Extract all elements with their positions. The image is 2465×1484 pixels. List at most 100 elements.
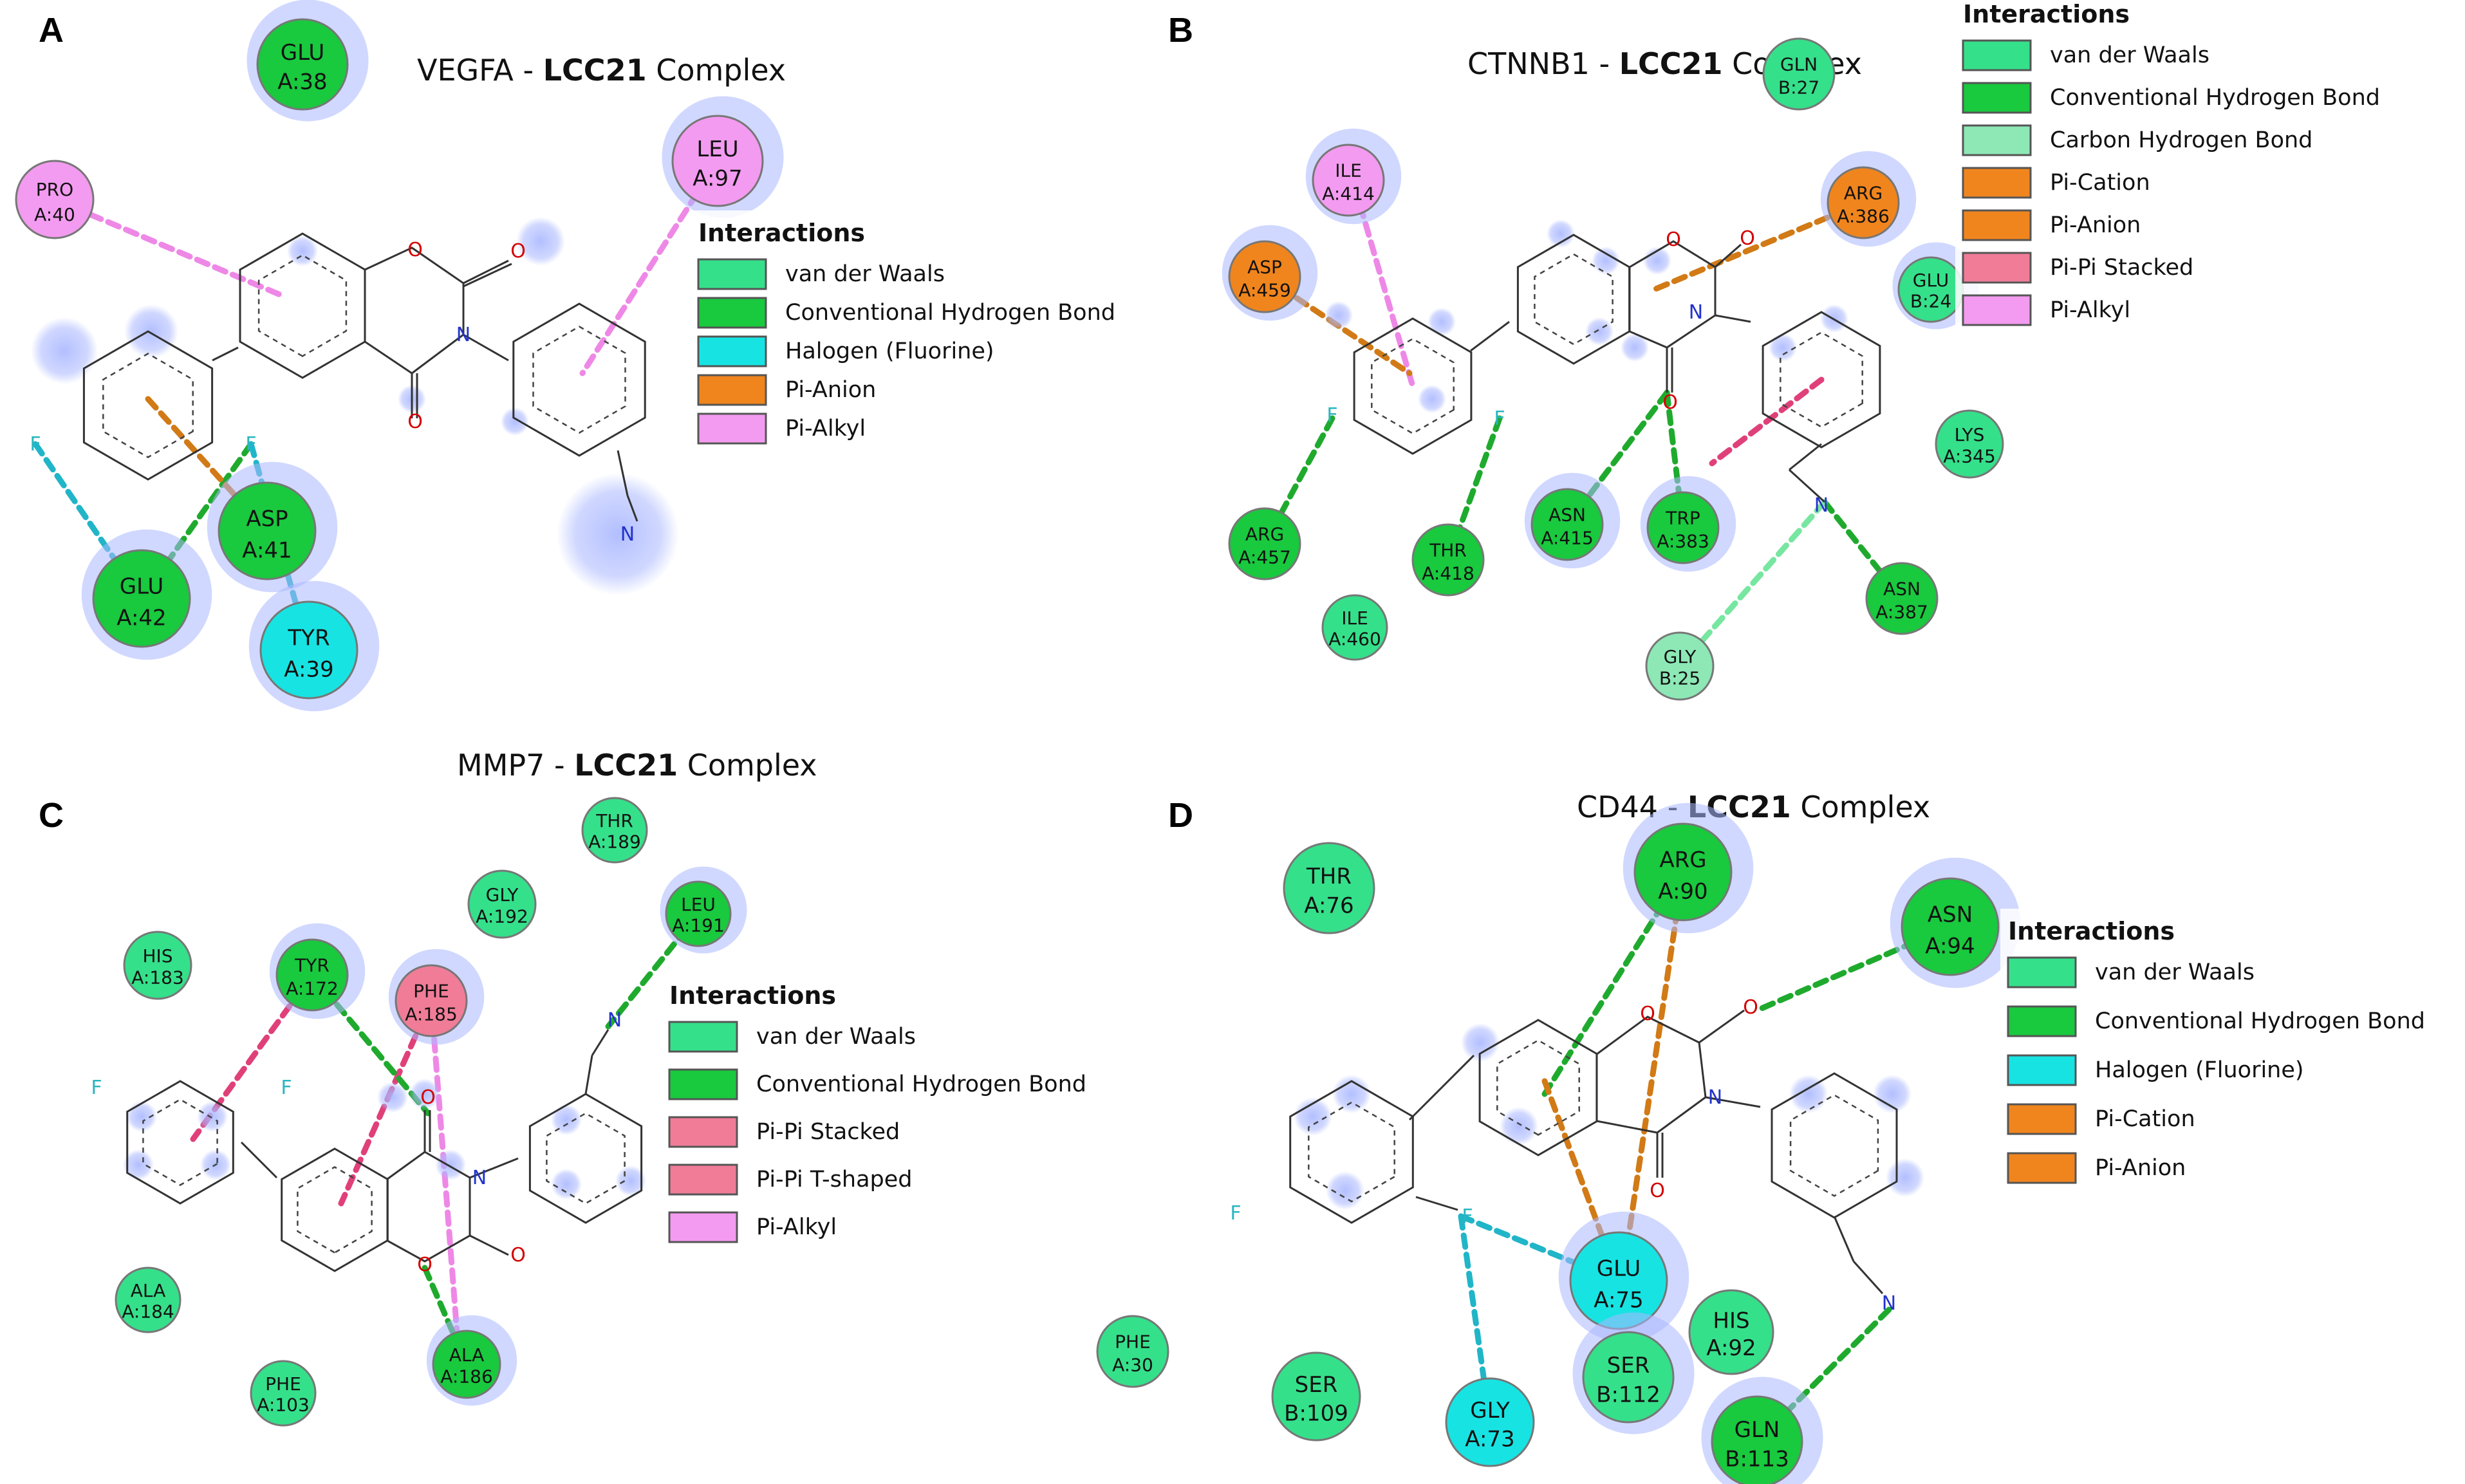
residue-name: ARG — [1659, 848, 1706, 873]
panel-title: VEGFA - LCC21 Complex — [417, 53, 786, 88]
panel-title-prefix: MMP7 - — [457, 748, 574, 783]
legend-swatch — [668, 1116, 738, 1148]
residue-arg-a-90: ARG A:90 — [1623, 802, 1754, 934]
residue-disc — [1228, 507, 1301, 580]
oxygen-atom-label: O — [1666, 228, 1681, 251]
fluorophenyl-ring-aromatic — [1308, 1101, 1395, 1203]
legend-label: Pi-Cation — [2095, 1106, 2195, 1132]
residue-id: A:38 — [277, 70, 327, 95]
residue-disc — [432, 1330, 501, 1399]
benzonitrile-ring-aromatic — [1780, 331, 1863, 428]
legend-background — [662, 973, 1151, 1256]
residue-id: A:189 — [588, 831, 641, 853]
fluorine-atom-label: F — [1230, 1202, 1241, 1225]
legend-label: Pi-Cation — [2050, 170, 2150, 196]
difluorophenyl-ring-aromatic — [142, 1099, 218, 1186]
benzonitrile-ring — [1762, 311, 1881, 449]
legend-swatch — [1962, 209, 2032, 241]
ligand-atom-highlight — [1418, 385, 1446, 413]
residue-id: A:183 — [131, 967, 184, 988]
bond-line — [1698, 1009, 1745, 1044]
residue-id: A:39 — [284, 656, 333, 682]
residue-id: B:24 — [1910, 291, 1951, 312]
legend-swatch — [2007, 1103, 2077, 1135]
nitrogen-atom-label: N — [1882, 1292, 1896, 1315]
residue-disc — [92, 549, 191, 648]
residue-disc — [1411, 523, 1485, 597]
benzonitrile-ring — [512, 302, 646, 457]
interaction-line — [1619, 869, 1686, 1284]
ligand-atom-highlight — [287, 236, 318, 266]
panel-letter: B — [1168, 11, 1193, 50]
panel-title-suffix: Complex — [678, 748, 817, 783]
residue-disc — [1312, 144, 1385, 217]
panel-title-suffix: Complex — [1791, 790, 1930, 824]
difluorophenyl-ring — [126, 1080, 234, 1205]
residue-disc — [218, 481, 317, 580]
ligand-atom-highlight — [551, 1104, 582, 1135]
residue-disc — [1646, 491, 1720, 564]
legend-title: Interactions — [1963, 0, 2130, 28]
residue-id: A:415 — [1541, 527, 1594, 548]
ligand-atom-highlight — [123, 1149, 154, 1180]
residue-glu-a-38: GLU A:38 — [247, 0, 369, 122]
oxygen-atom-label: O — [1650, 1180, 1665, 1202]
bond-line — [469, 1234, 509, 1256]
ligand-atom-highlight — [1325, 301, 1353, 329]
residue-disc — [1582, 1331, 1675, 1424]
residue-name: GLU — [281, 40, 324, 66]
legend-swatch — [2007, 1152, 2077, 1184]
residue-id: A:185 — [405, 1003, 458, 1025]
oxygen-atom-label: O — [420, 1086, 436, 1109]
residue-name: GLY — [1470, 1398, 1510, 1424]
residue-disc — [1283, 842, 1375, 934]
residue-id: A:386 — [1837, 205, 1890, 227]
bond-line — [469, 1157, 519, 1179]
legend-title: Interactions — [698, 219, 865, 247]
residue-disc — [665, 880, 732, 947]
ligand-atom-highlight — [1500, 1107, 1538, 1145]
panel-title: CD44 - LCC21 Complex — [1577, 790, 1930, 824]
nitrogen-atom-label: N — [1689, 301, 1703, 324]
ligand-atom-highlight — [1461, 1023, 1500, 1062]
residue-id: A:90 — [1658, 878, 1707, 904]
residue-id: A:97 — [693, 166, 742, 192]
residue-disc — [1633, 822, 1733, 922]
residue-name: TYR — [294, 955, 330, 976]
bond-line — [212, 346, 239, 362]
nitrogen-atom-label: N — [620, 523, 635, 546]
fluorine-atom-label: F — [1462, 1205, 1473, 1228]
legend-swatch — [668, 1021, 738, 1053]
residue-id: A:76 — [1304, 893, 1353, 919]
bond-line — [463, 263, 512, 288]
ligand-atom-highlight — [615, 1165, 646, 1196]
residue-disc — [115, 1266, 181, 1333]
residue-disc — [671, 115, 764, 207]
fluorine-atom-label: F — [245, 433, 256, 456]
residue-disc — [1827, 166, 1900, 239]
legend-label: Pi-Alkyl — [785, 416, 866, 441]
oxygen-atom-label: O — [1640, 1003, 1655, 1025]
residue-disc — [1762, 37, 1836, 111]
legend-label: Pi-Pi Stacked — [756, 1119, 900, 1145]
legend-label: Pi-Pi Stacked — [2050, 255, 2193, 281]
residue-id: A:414 — [1322, 183, 1375, 204]
panel-title: MMP7 - LCC21 Complex — [457, 748, 817, 783]
